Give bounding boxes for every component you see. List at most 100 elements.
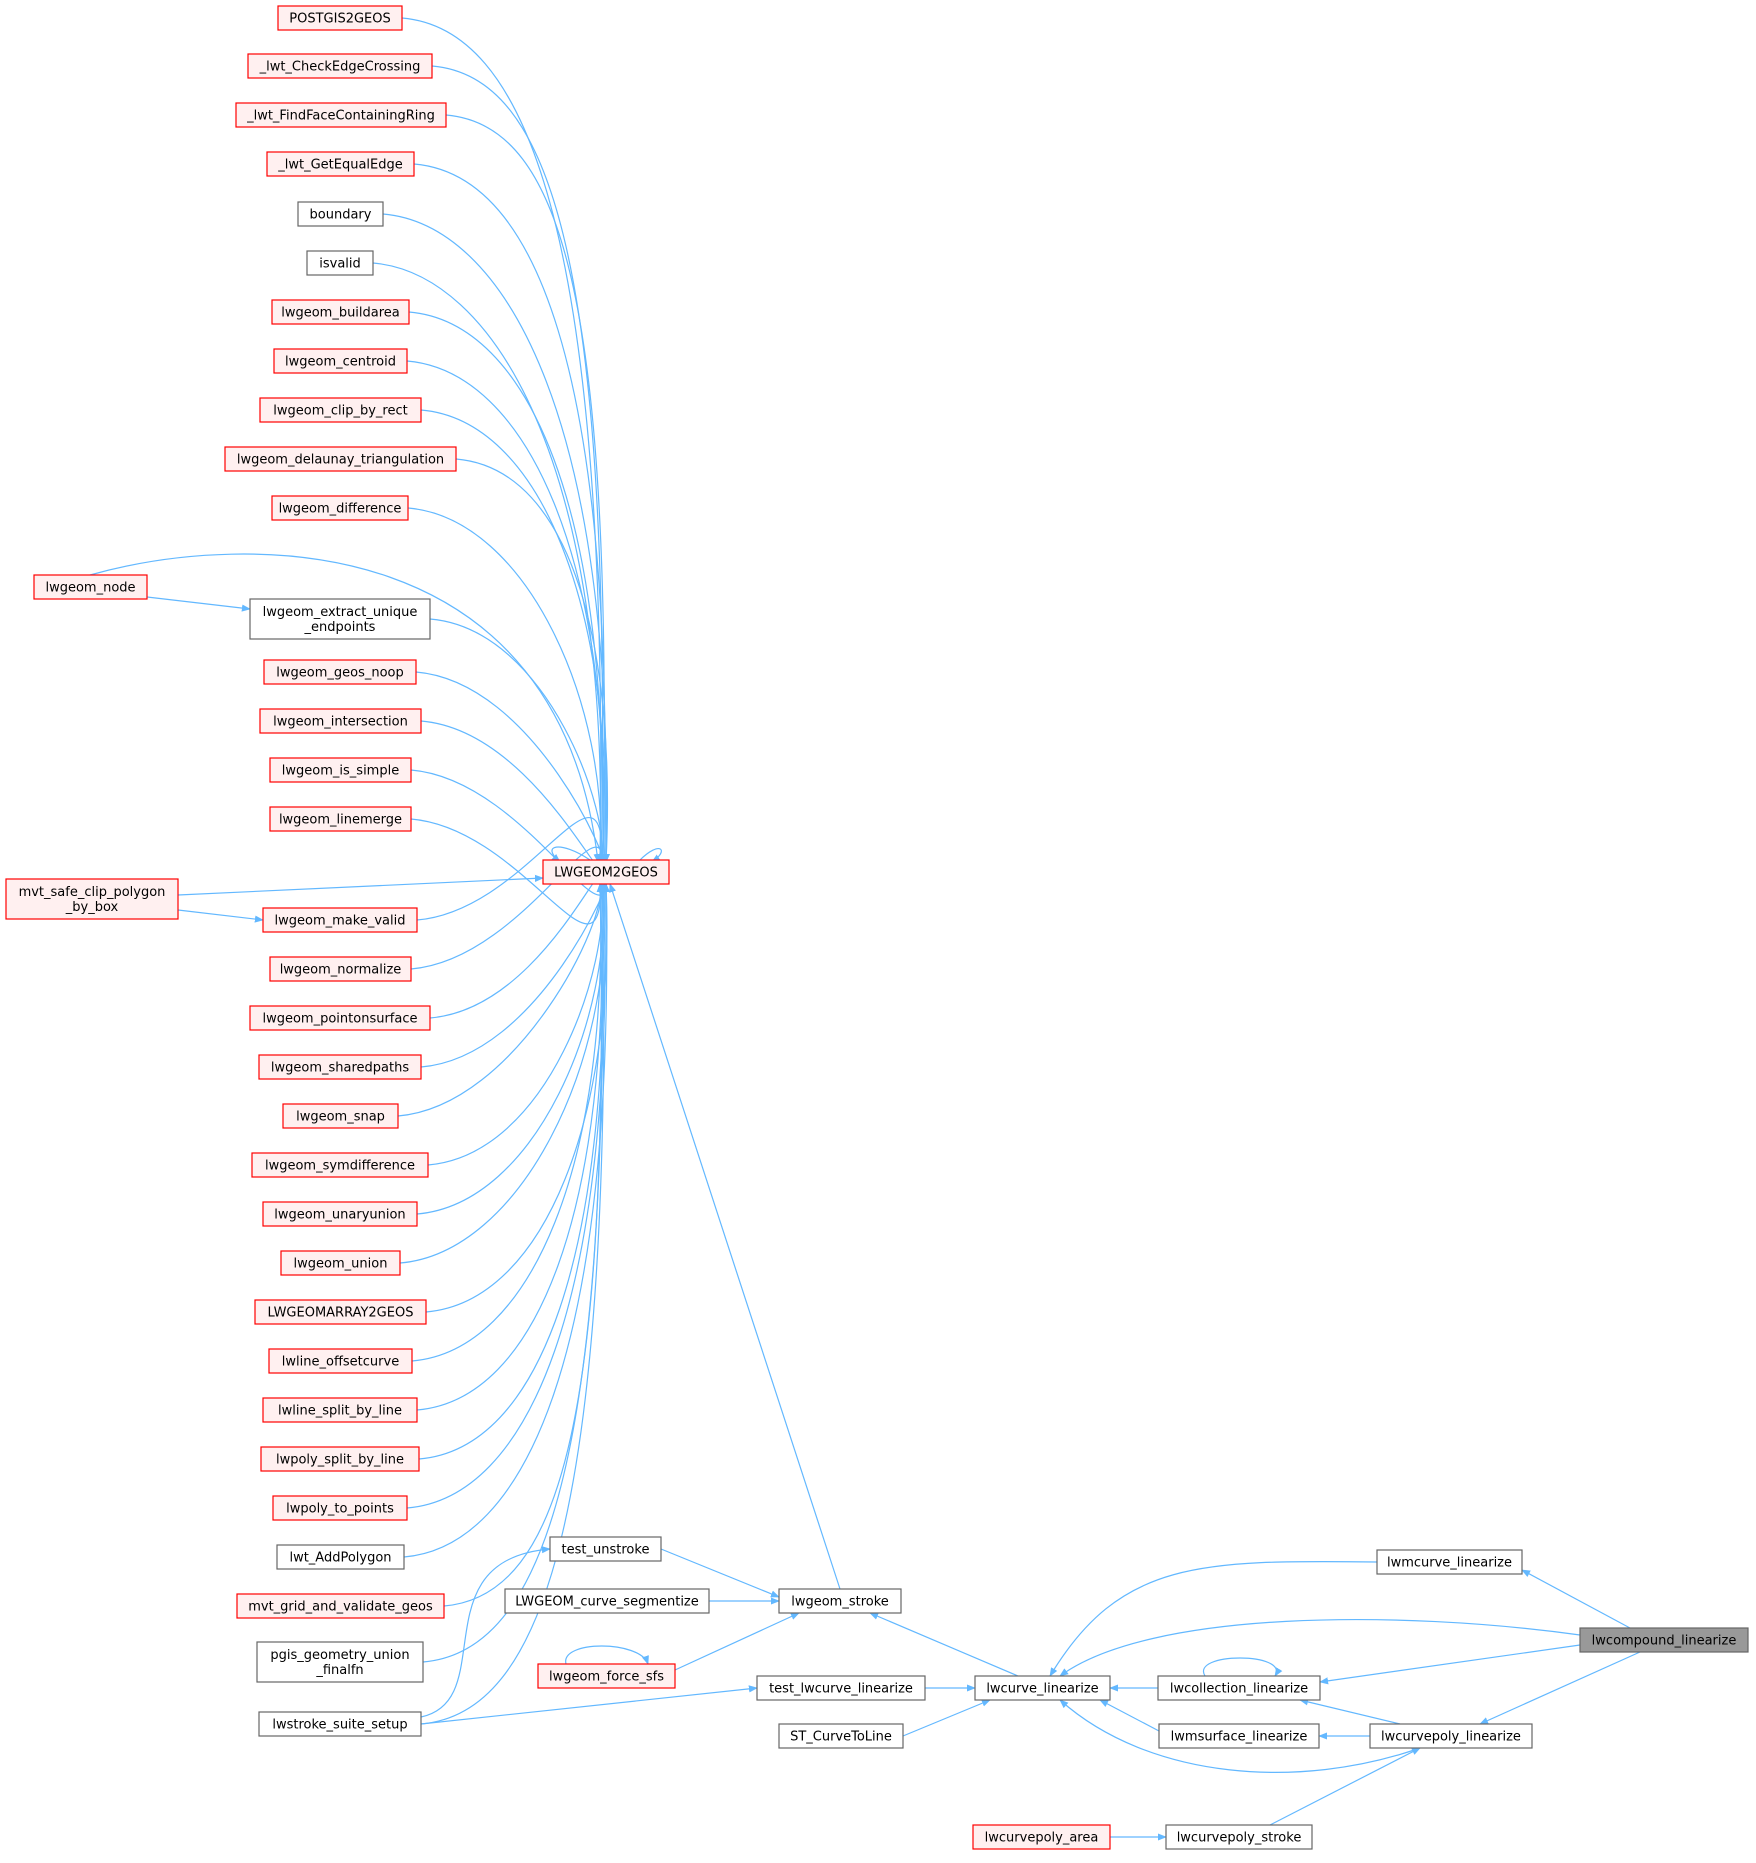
node-box[interactable]: [247, 53, 433, 79]
node-lwgeom-delaunay-triangulation[interactable]: lwgeom_delaunay_triangulation: [224, 446, 457, 472]
node-box[interactable]: [259, 708, 422, 734]
node-lwgeom-make-valid[interactable]: lwgeom_make_valid: [262, 907, 418, 933]
node-box[interactable]: [224, 446, 457, 472]
node-box[interactable]: [269, 757, 412, 783]
node-box[interactable]: [249, 1005, 431, 1031]
node-lwgeom-sharedpaths[interactable]: lwgeom_sharedpaths: [258, 1054, 422, 1080]
node-lwgeom-buildarea[interactable]: lwgeom_buildarea: [271, 299, 410, 325]
node-lwpoly-to-points[interactable]: lwpoly_to_points: [272, 1495, 408, 1521]
node-box[interactable]: [268, 1348, 413, 1374]
node-lwgeom-centroid[interactable]: lwgeom_centroid: [273, 348, 408, 374]
node-box[interactable]: [778, 1723, 904, 1749]
node-lwgeom-clip-by-rect[interactable]: lwgeom_clip_by_rect: [259, 397, 422, 423]
node-box[interactable]: [262, 907, 418, 933]
node-box[interactable]: [236, 1593, 445, 1619]
node-box[interactable]: [1165, 1824, 1313, 1850]
node-box[interactable]: [1157, 1675, 1321, 1701]
node-box[interactable]: [504, 1588, 710, 1614]
node-box[interactable]: [5, 878, 179, 920]
node-lwcurvepoly-area[interactable]: lwcurvepoly_area: [972, 1824, 1111, 1850]
node-lwgeom-union[interactable]: lwgeom_union: [280, 1250, 401, 1276]
node-lwcollection-linearize[interactable]: lwcollection_linearize: [1157, 1675, 1321, 1701]
node-boundary[interactable]: boundary: [297, 201, 384, 227]
node-box[interactable]: [254, 1299, 427, 1325]
node-box[interactable]: [235, 102, 447, 128]
node-box[interactable]: [1376, 1549, 1523, 1575]
node-lwgeom-unaryunion[interactable]: lwgeom_unaryunion: [262, 1201, 418, 1227]
node-box[interactable]: [258, 1711, 422, 1737]
node-box[interactable]: [273, 348, 408, 374]
node-lwgeom-difference[interactable]: lwgeom_difference: [271, 495, 409, 521]
node-box[interactable]: [266, 151, 415, 177]
node-lwgeom-normalize[interactable]: lwgeom_normalize: [269, 956, 412, 982]
node-box[interactable]: [262, 1201, 418, 1227]
node-test-unstroke[interactable]: test_unstroke: [549, 1536, 662, 1562]
node-lwcompound-linearize[interactable]: lwcompound_linearize: [1579, 1627, 1749, 1653]
node-box[interactable]: [269, 956, 412, 982]
node-lwgeom-symdifference[interactable]: lwgeom_symdifference: [251, 1152, 429, 1178]
node-postgis2geos[interactable]: POSTGIS2GEOS: [277, 5, 403, 31]
node-lwgeom-linemerge[interactable]: lwgeom_linemerge: [269, 806, 412, 832]
node-box[interactable]: [549, 1536, 662, 1562]
node-box[interactable]: [972, 1824, 1111, 1850]
node-box[interactable]: [260, 1446, 420, 1472]
node-box[interactable]: [756, 1675, 926, 1701]
node-lwcurve-linearize[interactable]: lwcurve_linearize: [974, 1675, 1111, 1701]
node-pgis-geometry-union-finalfn[interactable]: pgis_geometry_union_finalfn: [256, 1641, 424, 1683]
node-box[interactable]: [1369, 1723, 1533, 1749]
node-box[interactable]: [269, 806, 412, 832]
node-lwmcurve-linearize[interactable]: lwmcurve_linearize: [1376, 1549, 1523, 1575]
node-box[interactable]: [276, 1544, 405, 1570]
node-st-curvetoline[interactable]: ST_CurveToLine: [778, 1723, 904, 1749]
node-box[interactable]: [249, 598, 431, 640]
node-box[interactable]: [1158, 1723, 1320, 1749]
node-lwgeom-pointonsurface[interactable]: lwgeom_pointonsurface: [249, 1005, 431, 1031]
node-box[interactable]: [306, 250, 374, 276]
node-lwt-getequaledge[interactable]: _lwt_GetEqualEdge: [266, 151, 415, 177]
node-lwmsurface-linearize[interactable]: lwmsurface_linearize: [1158, 1723, 1320, 1749]
node-box[interactable]: [271, 299, 410, 325]
node-box[interactable]: [263, 659, 417, 685]
node-box[interactable]: [282, 1103, 399, 1129]
node-box[interactable]: [271, 495, 409, 521]
node-box[interactable]: [778, 1588, 902, 1614]
node-test-lwcurve-linearize[interactable]: test_lwcurve_linearize: [756, 1675, 926, 1701]
node-box[interactable]: [33, 574, 148, 600]
node-lwt-addpolygon[interactable]: lwt_AddPolygon: [276, 1544, 405, 1570]
node-box[interactable]: [1579, 1627, 1749, 1653]
node-lwcurvepoly-stroke[interactable]: lwcurvepoly_stroke: [1165, 1824, 1313, 1850]
node-box[interactable]: [251, 1152, 429, 1178]
node-box[interactable]: [974, 1675, 1111, 1701]
node-lwgeom2geos[interactable]: LWGEOM2GEOS: [542, 859, 670, 885]
node-box[interactable]: [542, 859, 670, 885]
node-box[interactable]: [537, 1663, 676, 1689]
node-lwline-offsetcurve[interactable]: lwline_offsetcurve: [268, 1348, 413, 1374]
node-lwgeom-snap[interactable]: lwgeom_snap: [282, 1103, 399, 1129]
node-lwgeom-intersection[interactable]: lwgeom_intersection: [259, 708, 422, 734]
node-box[interactable]: [262, 1397, 418, 1423]
node-lwt-findfacecontainingring[interactable]: _lwt_FindFaceContainingRing: [235, 102, 447, 128]
node-lwline-split-by-line[interactable]: lwline_split_by_line: [262, 1397, 418, 1423]
node-box[interactable]: [256, 1641, 424, 1683]
node-box[interactable]: [297, 201, 384, 227]
node-lwpoly-split-by-line[interactable]: lwpoly_split_by_line: [260, 1446, 420, 1472]
node-lwgeom-node[interactable]: lwgeom_node: [33, 574, 148, 600]
node-box[interactable]: [259, 397, 422, 423]
node-mvt-grid-and-validate-geos[interactable]: mvt_grid_and_validate_geos: [236, 1593, 445, 1619]
node-mvt-safe-clip-polygon-by-box[interactable]: mvt_safe_clip_polygon_by_box: [5, 878, 179, 920]
node-lwgeom-extract-unique-endpoints[interactable]: lwgeom_extract_unique_endpoints: [249, 598, 431, 640]
node-lwgeom-is-simple[interactable]: lwgeom_is_simple: [269, 757, 412, 783]
node-lwstroke-suite-setup[interactable]: lwstroke_suite_setup: [258, 1711, 422, 1737]
node-lwgeomarray2geos[interactable]: LWGEOMARRAY2GEOS: [254, 1299, 427, 1325]
node-lwgeom-geos-noop[interactable]: lwgeom_geos_noop: [263, 659, 417, 685]
node-box[interactable]: [280, 1250, 401, 1276]
node-lwt-checkedgecrossing[interactable]: _lwt_CheckEdgeCrossing: [247, 53, 433, 79]
node-lwgeom-force-sfs[interactable]: lwgeom_force_sfs: [537, 1663, 676, 1689]
node-lwgeom-curve-segmentize[interactable]: LWGEOM_curve_segmentize: [504, 1588, 710, 1614]
node-lwgeom-stroke[interactable]: lwgeom_stroke: [778, 1588, 902, 1614]
node-box[interactable]: [258, 1054, 422, 1080]
node-box[interactable]: [277, 5, 403, 31]
node-lwcurvepoly-linearize[interactable]: lwcurvepoly_linearize: [1369, 1723, 1533, 1749]
node-box[interactable]: [272, 1495, 408, 1521]
node-isvalid[interactable]: isvalid: [306, 250, 374, 276]
